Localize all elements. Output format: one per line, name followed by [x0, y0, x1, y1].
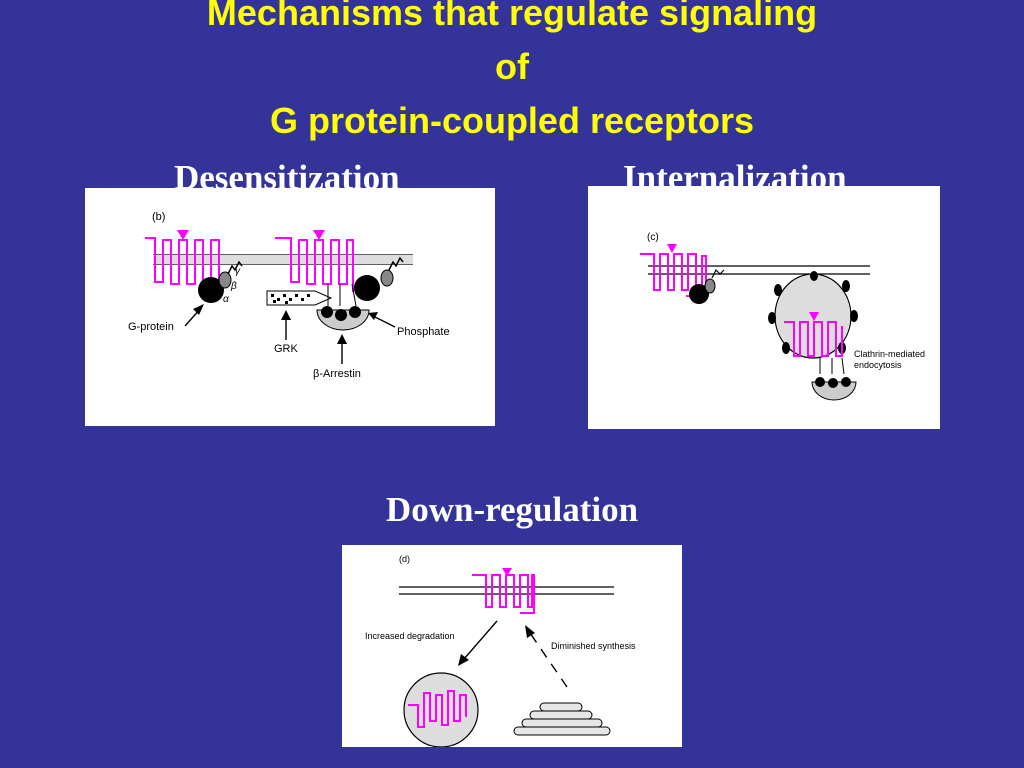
grk-kinase [266, 290, 333, 306]
ligand [502, 568, 512, 576]
lipid-anchor [711, 268, 725, 279]
surface-receptor [640, 253, 707, 297]
synthesis-label: Diminished synthesis [551, 641, 636, 651]
surface-ligand [667, 244, 677, 253]
phosphate-3 [841, 377, 851, 387]
phosphate-1 [321, 306, 333, 318]
title-line-1: Mechanisms that regulate signaling [206, 0, 818, 33]
downregulation-diagram: (d) Increased degradation Diminished syn… [365, 554, 636, 747]
synthesis-arrow [529, 632, 568, 688]
g-protein-arrowhead [193, 304, 204, 315]
panel-label-b: (b) [152, 211, 165, 223]
internalization-panel: (c) Clathrin-mediated endocytosis [588, 186, 940, 429]
degradation-arrow [463, 620, 498, 660]
synthesis-arrowhead [525, 625, 535, 638]
grk-label: GRK [274, 343, 299, 355]
g-protein-label: G-protein [128, 321, 174, 333]
ligand-1 [177, 230, 189, 240]
desensitization-panel: (b) γ β α [85, 188, 495, 426]
phosphate-stalk-3 [351, 283, 357, 307]
phosphate-2 [828, 378, 838, 388]
phosphate-1 [815, 377, 825, 387]
er-cisterna-4 [513, 726, 611, 736]
panel-label-c: (c) [647, 232, 659, 243]
ligand-2 [313, 230, 325, 240]
grk-pattern [271, 294, 310, 304]
downregulation-panel: (d) Increased degradation Diminished syn… [342, 545, 682, 747]
surface-receptor [472, 574, 535, 614]
g-protein-beta [704, 278, 716, 294]
er-cisterna-1 [539, 702, 583, 712]
degradation-arrowhead [458, 654, 469, 666]
phosphate-arrow [372, 315, 396, 328]
g-protein-alpha-subunit [198, 277, 224, 303]
er-cisterna-3 [521, 718, 603, 728]
internalized-receptor [784, 321, 843, 357]
title-line-3: G protein-coupled receptors [269, 100, 755, 141]
arrestin-label: β-Arrestin [313, 368, 361, 380]
degraded-receptor [408, 690, 467, 728]
internalization-diagram: (c) Clathrin-mediated endocytosis [640, 232, 925, 401]
lipid-anchor-2 [388, 256, 404, 271]
er-cisterna-2 [529, 710, 593, 720]
membrane-fill [153, 255, 413, 264]
slide-title: Mechanisms that regulate signaling of G … [0, 0, 1024, 148]
alpha-label: α [223, 294, 229, 305]
grk-arrowhead [281, 310, 291, 320]
desensitization-diagram: (b) γ β α [128, 211, 450, 380]
panel-label-d: (d) [399, 554, 410, 564]
clathrin-triskelions [768, 271, 858, 354]
phosphate-3 [349, 306, 361, 318]
receptor-2 [275, 237, 354, 292]
g-protein-beta-subunit [218, 271, 232, 289]
phosphate-arrowhead [368, 312, 378, 320]
g-protein-alpha [689, 284, 709, 304]
gamma-label: γ [235, 266, 241, 277]
title-line-2: of [495, 46, 529, 87]
lipid-anchor-1 [227, 260, 243, 275]
receptor-1 [145, 237, 220, 295]
phosphate-label: Phosphate [397, 326, 450, 338]
phosphate-stalk-3 [841, 357, 845, 375]
phosphate-2 [335, 309, 347, 321]
free-g-protein-beta [380, 269, 394, 287]
free-g-protein-alpha [354, 275, 380, 301]
downregulation-heading: Down-regulation [385, 490, 639, 529]
beta-label: β [230, 281, 237, 292]
clathrin-label-line-2: endocytosis [854, 360, 902, 370]
arrestin-arrowhead [337, 334, 347, 344]
internalized-ligand [809, 312, 819, 321]
clathrin-label-line-1: Clathrin-mediated [854, 349, 925, 359]
degradation-label: Increased degradation [365, 631, 455, 641]
